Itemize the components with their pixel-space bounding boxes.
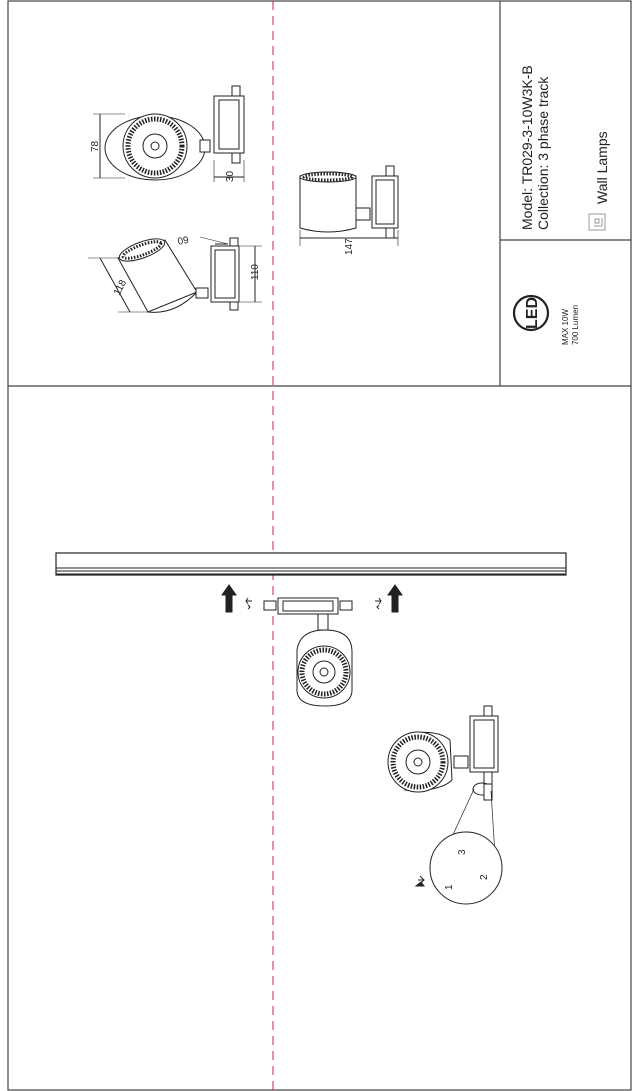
detail-number-2: 2	[479, 874, 490, 880]
dim-118: 118	[112, 278, 129, 298]
lumen-label: 700 Lumen	[571, 305, 580, 345]
track-adapter	[263, 597, 353, 631]
dim-110: 110	[250, 264, 261, 280]
model-label: Model: TR029-3-10W3K-B	[519, 65, 535, 230]
detail-number-1: 1	[444, 884, 455, 890]
lamp-head-mounted	[387, 705, 499, 856]
led-logo: LED	[524, 297, 541, 329]
title-block: Model: TR029-3-10W3K-B Collection: 3 pha…	[519, 65, 610, 231]
detail-number-3: 3	[457, 849, 468, 855]
detail-circle	[414, 831, 503, 905]
view-front-round	[93, 85, 245, 182]
mount-arrows	[221, 584, 403, 613]
track-rail	[55, 552, 567, 576]
dim-30: 30	[225, 170, 236, 182]
view-side	[299, 165, 399, 246]
dim-147: 147	[344, 238, 355, 255]
dim-78: 78	[90, 140, 101, 152]
dim-60: 60	[176, 233, 189, 246]
led-badge: LED	[512, 294, 550, 332]
collection-label: Collection: 3 phase track	[535, 76, 551, 230]
specs: MAX 10W 700 Lumen	[561, 305, 580, 345]
sheet-border	[7, 0, 632, 1091]
lamp-head-front	[296, 629, 353, 707]
category-label: Wall Lamps	[594, 131, 610, 204]
power-label: MAX 10W	[561, 309, 570, 345]
view-angled	[88, 236, 262, 313]
wall-lamp-icon	[588, 213, 606, 231]
